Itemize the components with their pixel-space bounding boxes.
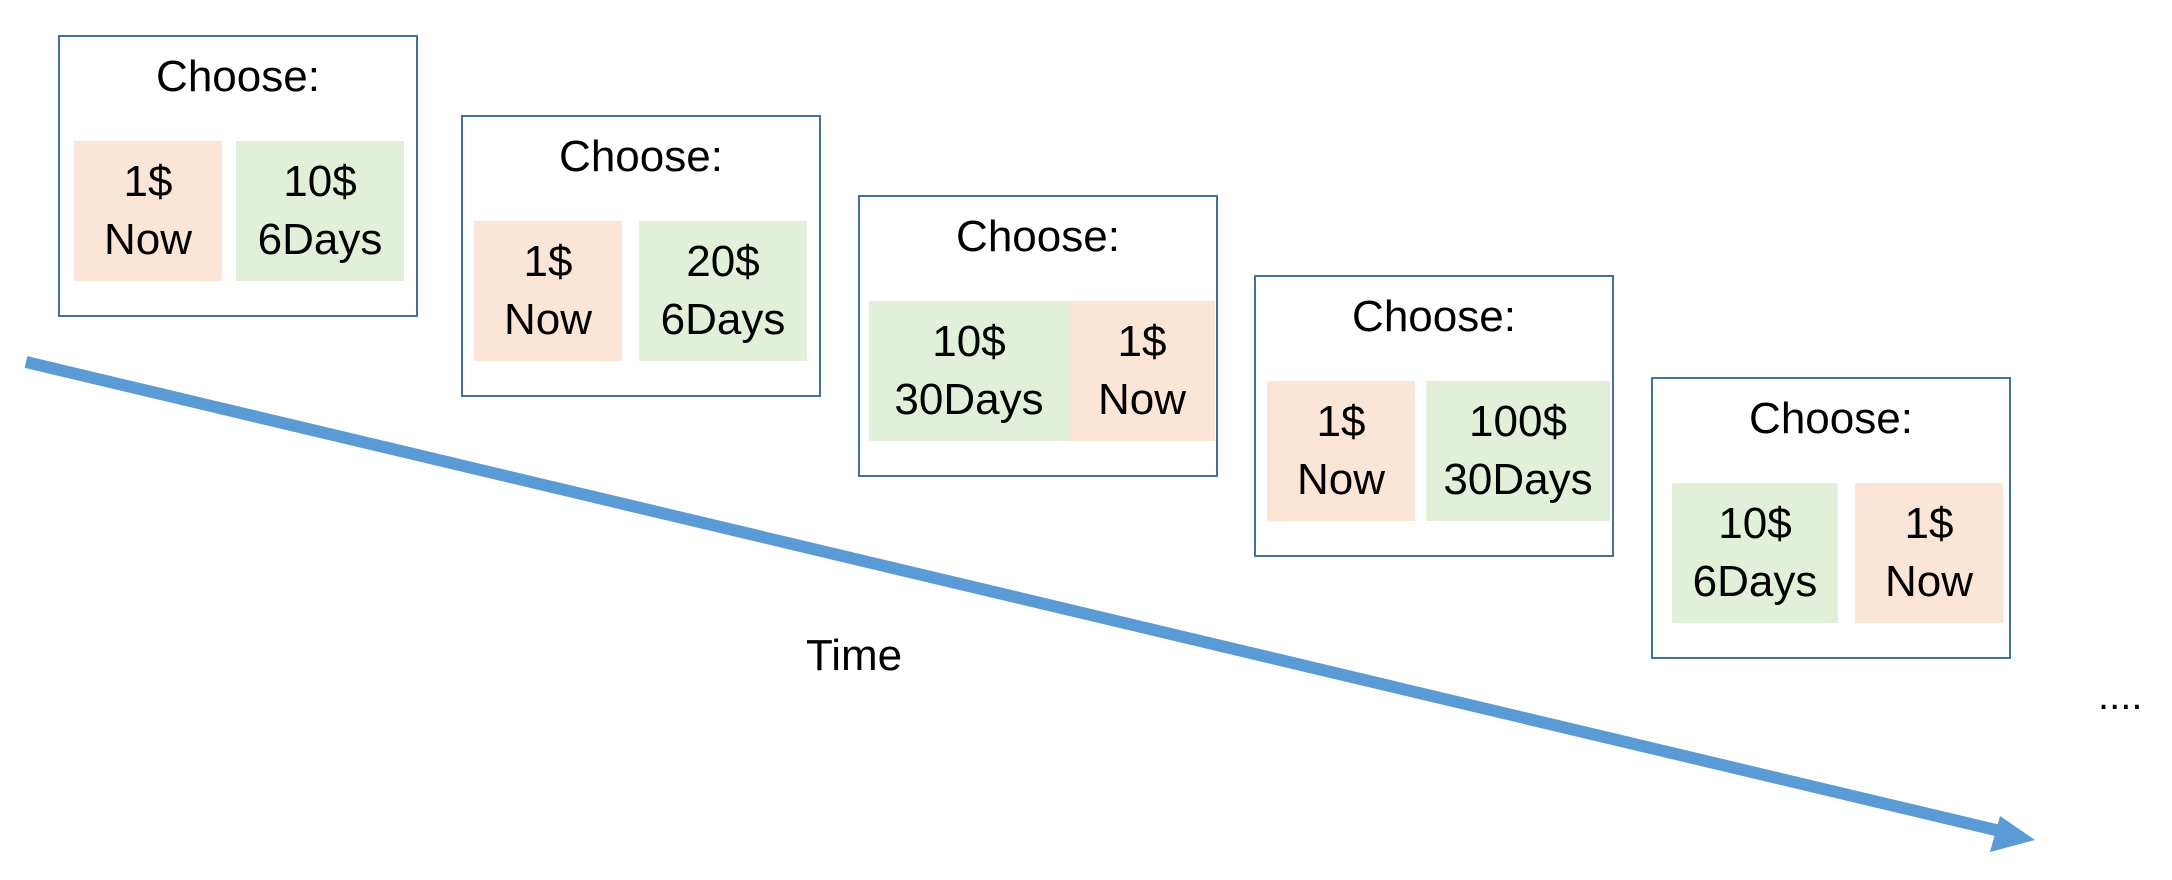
option-amount: 10$ — [932, 317, 1006, 366]
choice-card-1: Choose: 1$ Now 10$ 6Days — [58, 35, 418, 317]
time-arrow-shaft — [24, 356, 2002, 837]
option-amount: 100$ — [1469, 397, 1567, 446]
option-delay: 30Days — [894, 375, 1044, 424]
option-delay: Now — [1884, 557, 1974, 606]
time-axis-label: Time — [806, 631, 903, 680]
card-title: Choose: — [956, 212, 1120, 261]
option-amount: 1$ — [1117, 317, 1167, 366]
time-arrow-head — [1990, 816, 2035, 852]
option-box-now: 1$ Now — [74, 141, 222, 281]
option-delay: Now — [503, 295, 593, 344]
option-delay: Now — [103, 215, 193, 264]
continuation-ellipsis: .... — [2098, 674, 2143, 718]
option-amount: 1$ — [1316, 397, 1366, 446]
choice-card-5: Choose: 10$ 6Days 1$ Now — [1651, 377, 2011, 659]
option-box-now: 1$ Now — [1267, 381, 1415, 521]
option-box-later: 10$ 30Days — [869, 301, 1069, 441]
option-amount: 10$ — [1718, 499, 1792, 548]
choice-card-3: Choose: 10$ 30Days 1$ Now — [858, 195, 1218, 477]
option-delay: 6Days — [1692, 557, 1818, 606]
option-amount: 10$ — [283, 157, 357, 206]
card-title: Choose: — [559, 132, 723, 181]
card-title: Choose: — [156, 52, 320, 101]
option-amount: 20$ — [686, 237, 760, 286]
option-delay: Now — [1296, 455, 1386, 504]
option-box-later: 10$ 6Days — [236, 141, 404, 281]
choice-card-4: Choose: 1$ Now 100$ 30Days — [1254, 275, 1614, 557]
option-delay: 6Days — [660, 295, 786, 344]
option-delay: Now — [1097, 375, 1187, 424]
option-amount: 1$ — [123, 157, 173, 206]
choice-card-2: Choose: 1$ Now 20$ 6Days — [461, 115, 821, 397]
option-amount: 1$ — [1904, 499, 1954, 548]
option-box-later: 100$ 30Days — [1426, 381, 1610, 521]
option-box-later: 10$ 6Days — [1672, 483, 1838, 623]
option-amount: 1$ — [523, 237, 573, 286]
option-box-now: 1$ Now — [1855, 483, 2003, 623]
option-box-later: 20$ 6Days — [639, 221, 807, 361]
option-box-now: 1$ Now — [474, 221, 622, 361]
card-title: Choose: — [1352, 292, 1516, 341]
option-delay: 30Days — [1443, 455, 1593, 504]
option-box-now: 1$ Now — [1069, 301, 1215, 441]
card-title: Choose: — [1749, 394, 1913, 443]
option-delay: 6Days — [257, 215, 383, 264]
